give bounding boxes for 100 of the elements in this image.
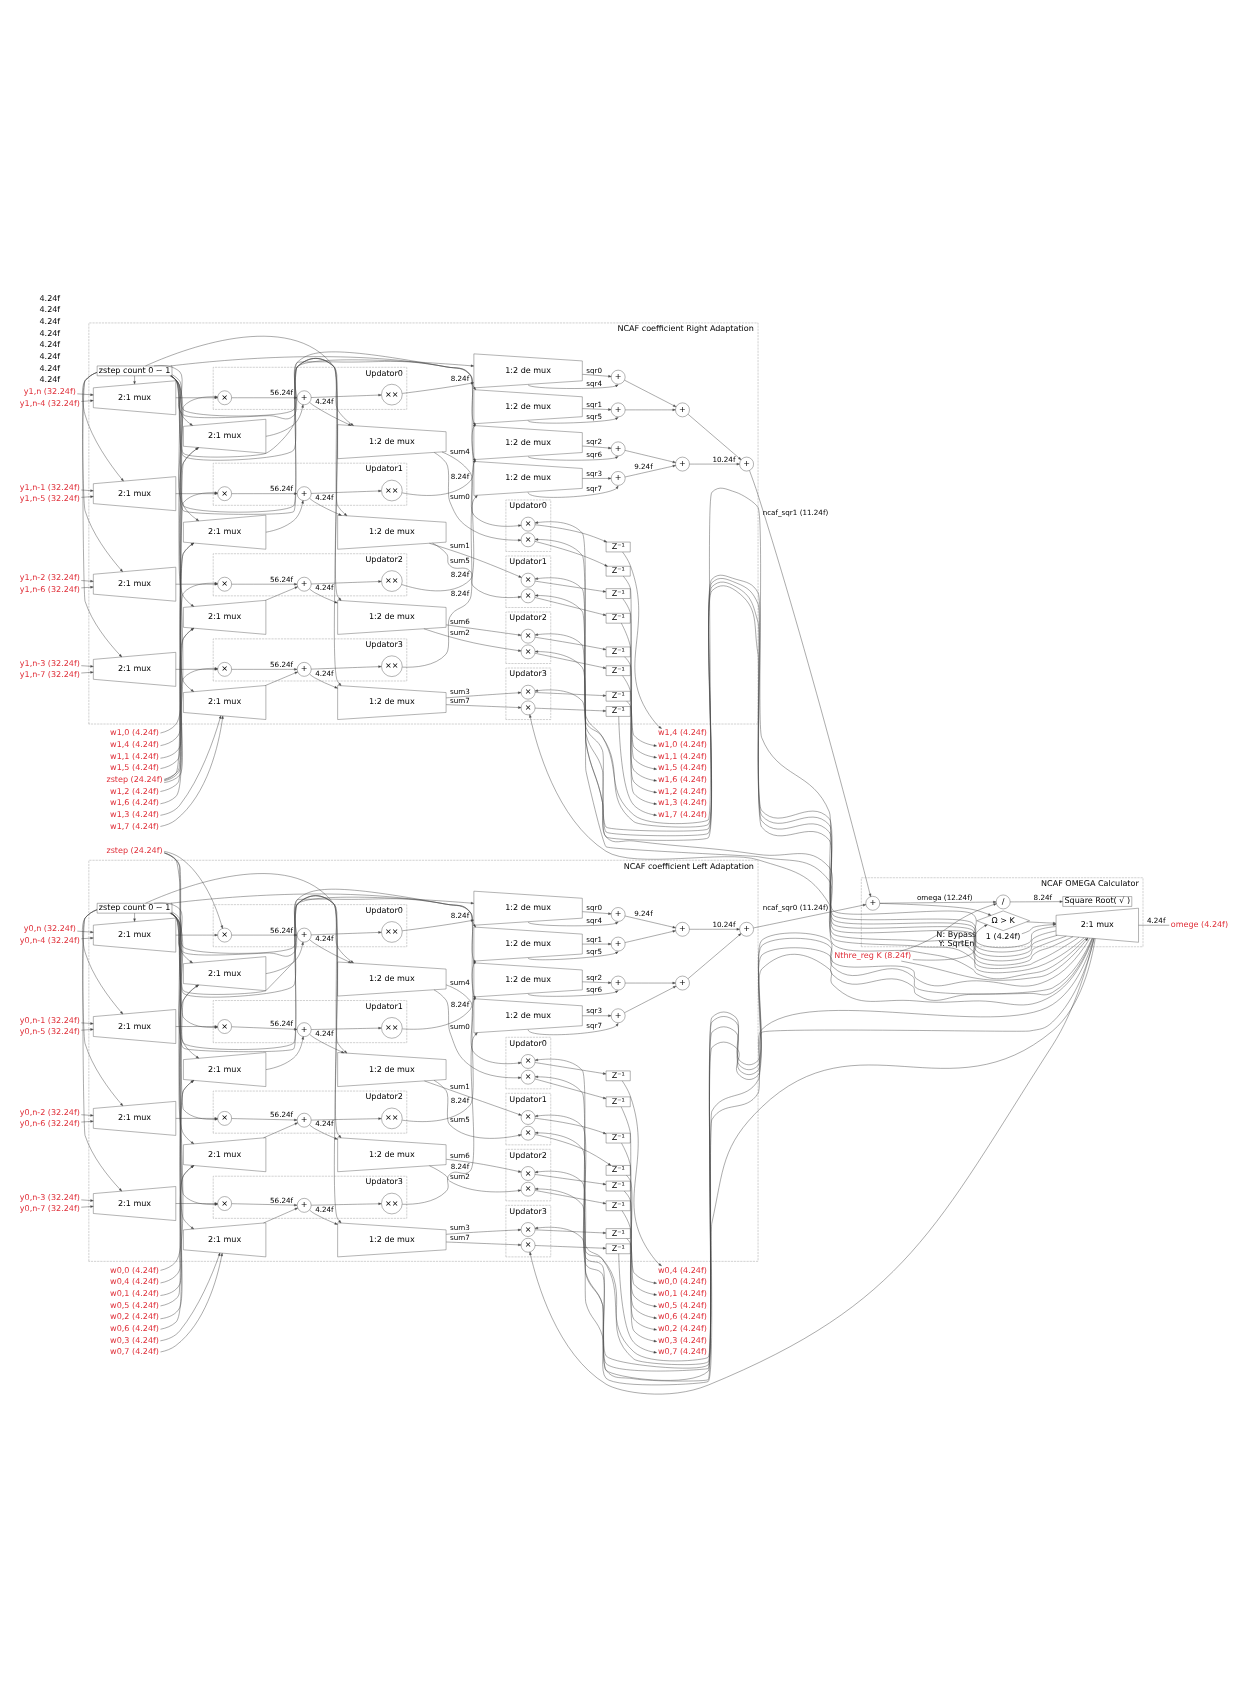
arrow	[402, 995, 476, 1121]
arrow	[534, 579, 607, 592]
arrow	[527, 416, 619, 423]
arrow	[81, 935, 94, 939]
arrow	[81, 1021, 94, 1024]
arrow	[133, 911, 136, 921]
arrow	[624, 655, 657, 781]
arrow	[445, 1227, 522, 1234]
arrow	[81, 664, 94, 667]
arrow	[433, 1079, 522, 1138]
arrow	[81, 398, 94, 401]
arrow	[402, 918, 474, 930]
arrow	[1021, 922, 1057, 934]
arrow	[429, 1164, 522, 1192]
arrow	[81, 494, 94, 497]
arrow	[81, 670, 94, 673]
arrow	[432, 541, 522, 598]
arrow	[445, 983, 522, 1064]
arrow	[621, 621, 657, 769]
arrow	[175, 1116, 218, 1119]
arrow	[133, 374, 136, 384]
arrow	[534, 636, 607, 650]
arrow	[689, 461, 740, 465]
arrow	[624, 914, 676, 928]
arrow	[81, 1119, 94, 1122]
arrow	[311, 1116, 382, 1120]
arrow	[265, 670, 298, 685]
arrow	[534, 691, 607, 696]
arrow	[527, 455, 619, 460]
arrow	[623, 574, 657, 746]
arrow	[534, 540, 608, 566]
arrow	[231, 1202, 298, 1206]
arrow	[445, 690, 522, 698]
arrow	[265, 585, 298, 600]
arrow	[624, 449, 676, 463]
arrow	[164, 490, 218, 779]
arrow	[163, 394, 218, 780]
arrow	[231, 1117, 298, 1121]
arrow	[81, 488, 94, 491]
arrow	[879, 902, 992, 915]
arrow	[77, 392, 94, 395]
arrow	[445, 623, 522, 636]
arrow	[1026, 920, 1057, 924]
arrow	[82, 371, 122, 657]
arrow	[423, 627, 522, 651]
arrow	[618, 715, 657, 816]
arrow	[582, 373, 612, 377]
arrow	[622, 674, 657, 793]
arrow	[263, 1206, 298, 1223]
arrow	[534, 523, 607, 542]
arrow	[749, 469, 872, 896]
arrow	[164, 581, 218, 781]
arrow	[81, 579, 94, 582]
arrow	[309, 1208, 338, 1224]
arrow	[622, 550, 662, 728]
arrow	[441, 450, 522, 526]
arrow	[624, 378, 677, 406]
arrow	[899, 902, 997, 951]
arrow	[1009, 899, 1063, 902]
arrow	[309, 1123, 338, 1139]
arrow	[527, 920, 619, 926]
arrow	[81, 1113, 94, 1116]
arrow	[624, 407, 676, 411]
arrow	[582, 476, 612, 479]
arrow	[624, 464, 676, 477]
arrow	[434, 451, 522, 541]
arrow	[626, 700, 657, 804]
arrow	[582, 910, 612, 914]
arrow	[446, 1158, 522, 1172]
arrow	[582, 444, 612, 449]
arrow	[402, 494, 478, 667]
arrow	[689, 927, 740, 930]
arrow	[402, 1031, 478, 1204]
arrow	[81, 585, 94, 588]
arrow	[231, 667, 298, 670]
arrow	[81, 1198, 94, 1201]
arrow	[81, 1027, 94, 1030]
arrow	[82, 908, 122, 1191]
arrow	[687, 413, 742, 459]
arrow	[231, 582, 298, 585]
arrow	[534, 652, 607, 668]
arrow	[175, 667, 218, 670]
arrow	[753, 903, 867, 928]
arrow	[527, 484, 619, 497]
arrow	[77, 929, 94, 933]
arrow	[445, 1240, 522, 1246]
arrow	[175, 582, 218, 585]
arrow	[534, 706, 607, 712]
arrow	[81, 1204, 94, 1207]
arrow	[310, 579, 382, 584]
arrow	[309, 587, 338, 603]
arrow	[527, 383, 619, 388]
arrow	[534, 596, 607, 615]
arrow	[429, 542, 522, 577]
arrow	[311, 1201, 382, 1205]
arrow	[310, 664, 382, 669]
arrow	[263, 1121, 298, 1138]
arrow	[424, 1079, 522, 1115]
arrow	[402, 381, 474, 393]
arrow	[622, 597, 657, 758]
